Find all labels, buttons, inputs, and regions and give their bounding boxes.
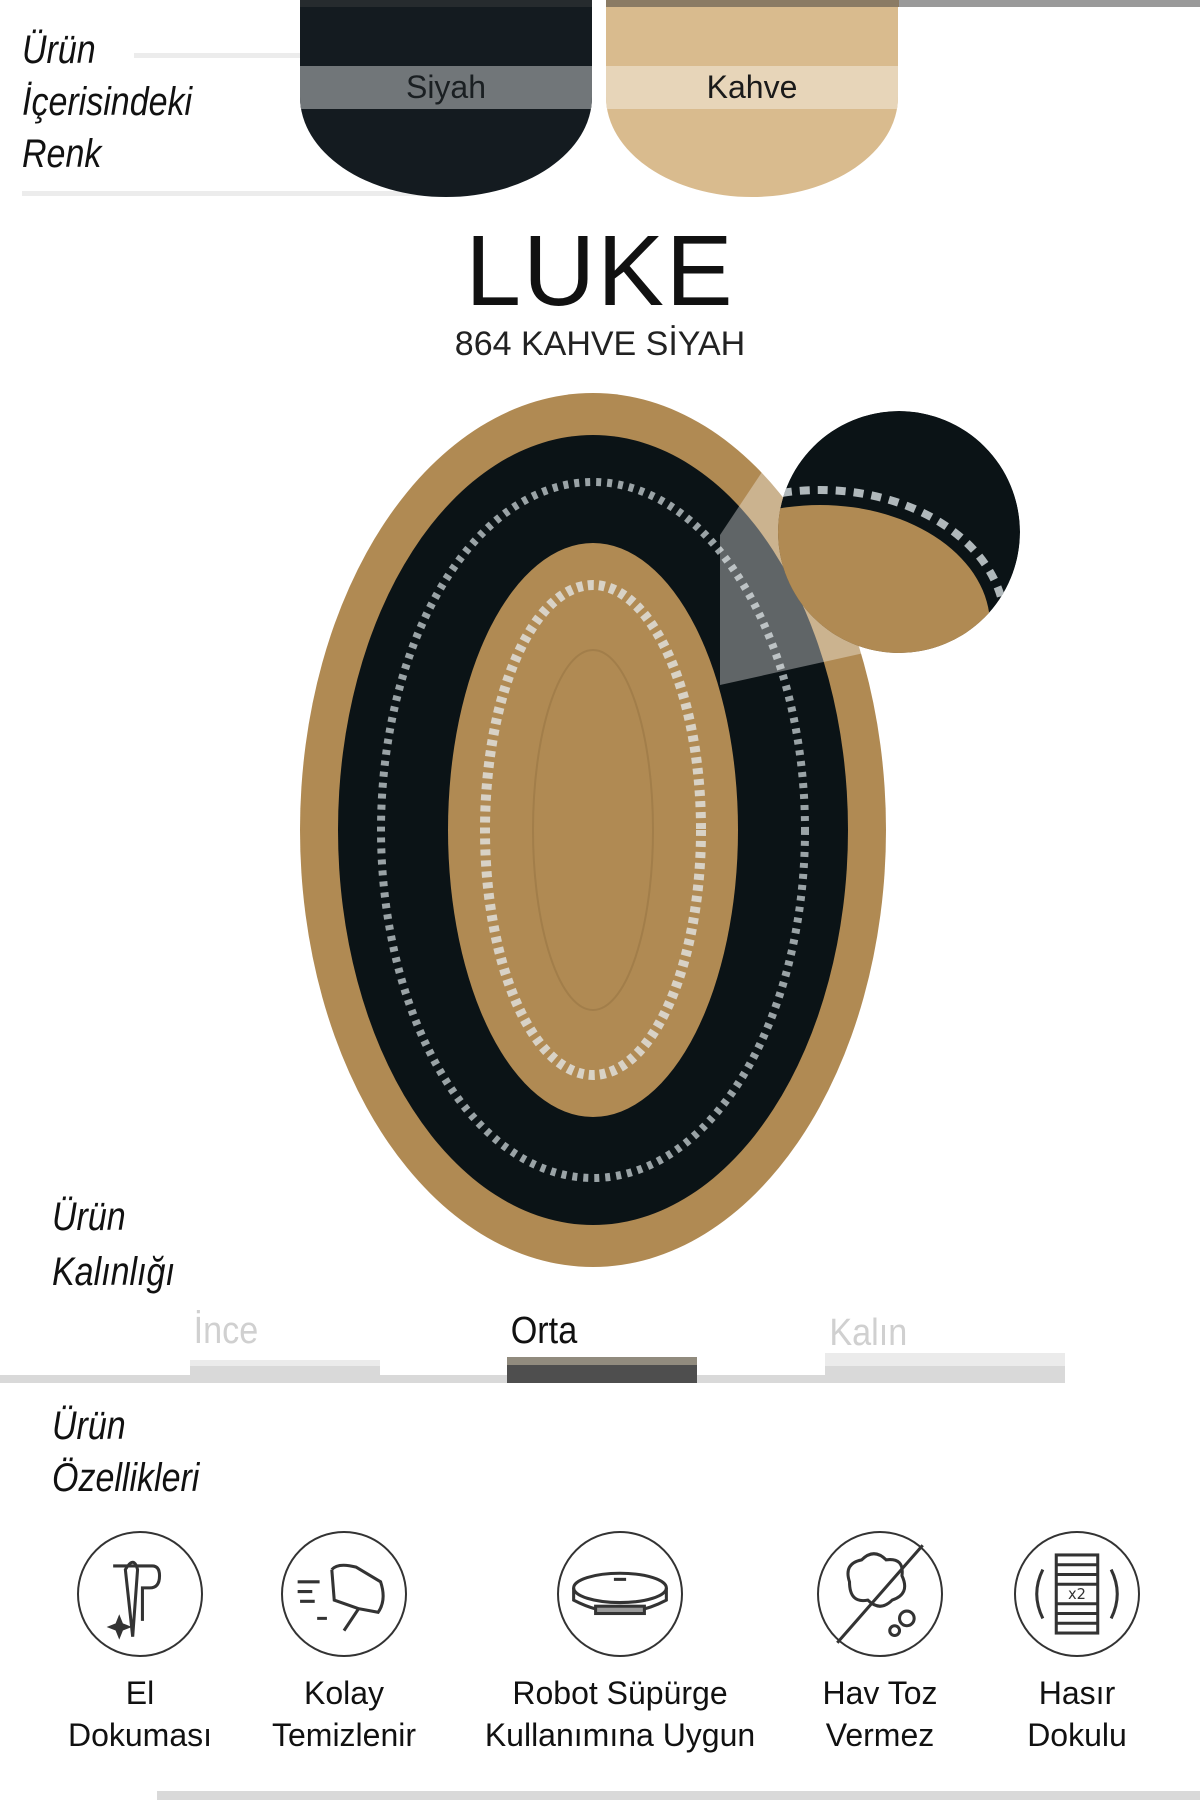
thickness-section-title: Ürün Kalınlığı xyxy=(52,1195,175,1294)
swatch-label: Siyah xyxy=(300,66,592,109)
swatch-kahve: Kahve xyxy=(606,0,898,197)
robot-vacuum-icon xyxy=(557,1531,683,1657)
rug-lace-ring xyxy=(377,478,809,1182)
thickness-option-kalin[interactable]: Kalın xyxy=(829,1312,908,1354)
rug-chain-ring xyxy=(480,580,706,1080)
divider xyxy=(22,191,442,196)
swatch-label: Kahve xyxy=(606,66,898,109)
colors-section-title: Ürün İçerisindeki Renk xyxy=(22,28,193,176)
thickness-bar-orta xyxy=(507,1357,697,1383)
top-bar-gray xyxy=(899,0,1200,7)
product-code: 864 KAHVE SİYAH xyxy=(454,325,746,363)
thickness-option-ince[interactable]: İnce xyxy=(193,1310,259,1352)
product-name: LUKE xyxy=(465,215,735,327)
rug-center xyxy=(448,543,738,1117)
needle-icon xyxy=(77,1531,203,1657)
features-section-title: Ürün Özellikleri xyxy=(52,1404,200,1500)
thickness-bar-kalin xyxy=(825,1353,1065,1383)
thickness-option-orta[interactable]: Orta xyxy=(510,1310,578,1352)
no-dust-icon xyxy=(817,1531,943,1657)
swatch-siyah: Siyah xyxy=(300,0,592,197)
top-bar-tan xyxy=(606,0,899,7)
hand-cleaning-icon xyxy=(281,1531,407,1657)
rug-image xyxy=(300,393,1020,1267)
thickness-bar-ince xyxy=(190,1360,380,1383)
woven-rug-icon: x2 xyxy=(1014,1531,1140,1657)
top-bar-dark xyxy=(300,0,592,7)
svg-text:x2: x2 xyxy=(1068,1586,1086,1603)
divider xyxy=(134,53,300,58)
bottom-bar xyxy=(157,1791,1200,1800)
